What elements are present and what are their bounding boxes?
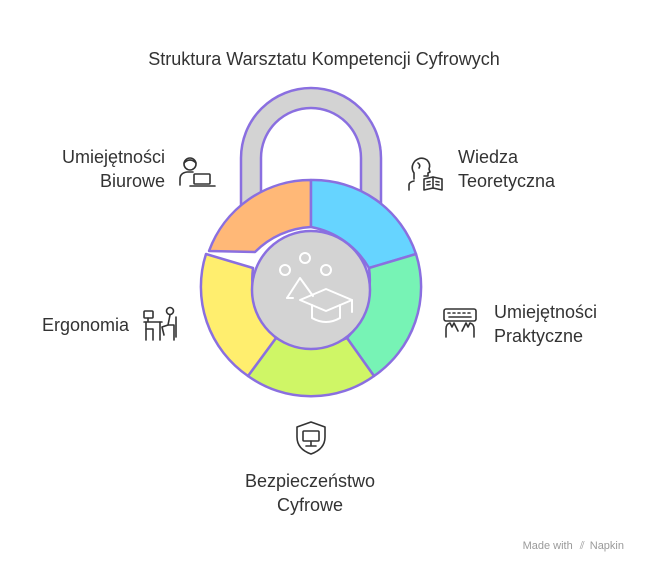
hands-keyboard-icon [443, 308, 477, 338]
desk-chair-icon [143, 306, 177, 341]
office-worker-laptop-icon [179, 157, 216, 187]
center-hub [250, 229, 372, 351]
graduation-cap-icon [279, 252, 353, 323]
label-office-skills: Umiejętności Biurowe [61, 147, 165, 191]
shield-monitor-icon [296, 421, 326, 455]
label-ergonomics: Ergonomia [41, 315, 129, 335]
segment-office [207, 178, 313, 254]
reading-person-icon [408, 157, 443, 191]
padlock-shackle [239, 86, 383, 207]
napkin-logo-icon: ⫽ [579, 540, 585, 552]
footer-credit: Made with ⫽ Napkin [522, 540, 624, 552]
label-theoretical-knowledge: Wiedza Teoretyczna [458, 147, 556, 191]
page-title: Struktura Warsztatu Kompetencji Cyfrowyc… [148, 49, 500, 69]
label-digital-security: Bezpieczeństwo Cyfrowe [244, 471, 376, 515]
label-practical-skills: Umiejętności Praktyczne [494, 302, 598, 346]
